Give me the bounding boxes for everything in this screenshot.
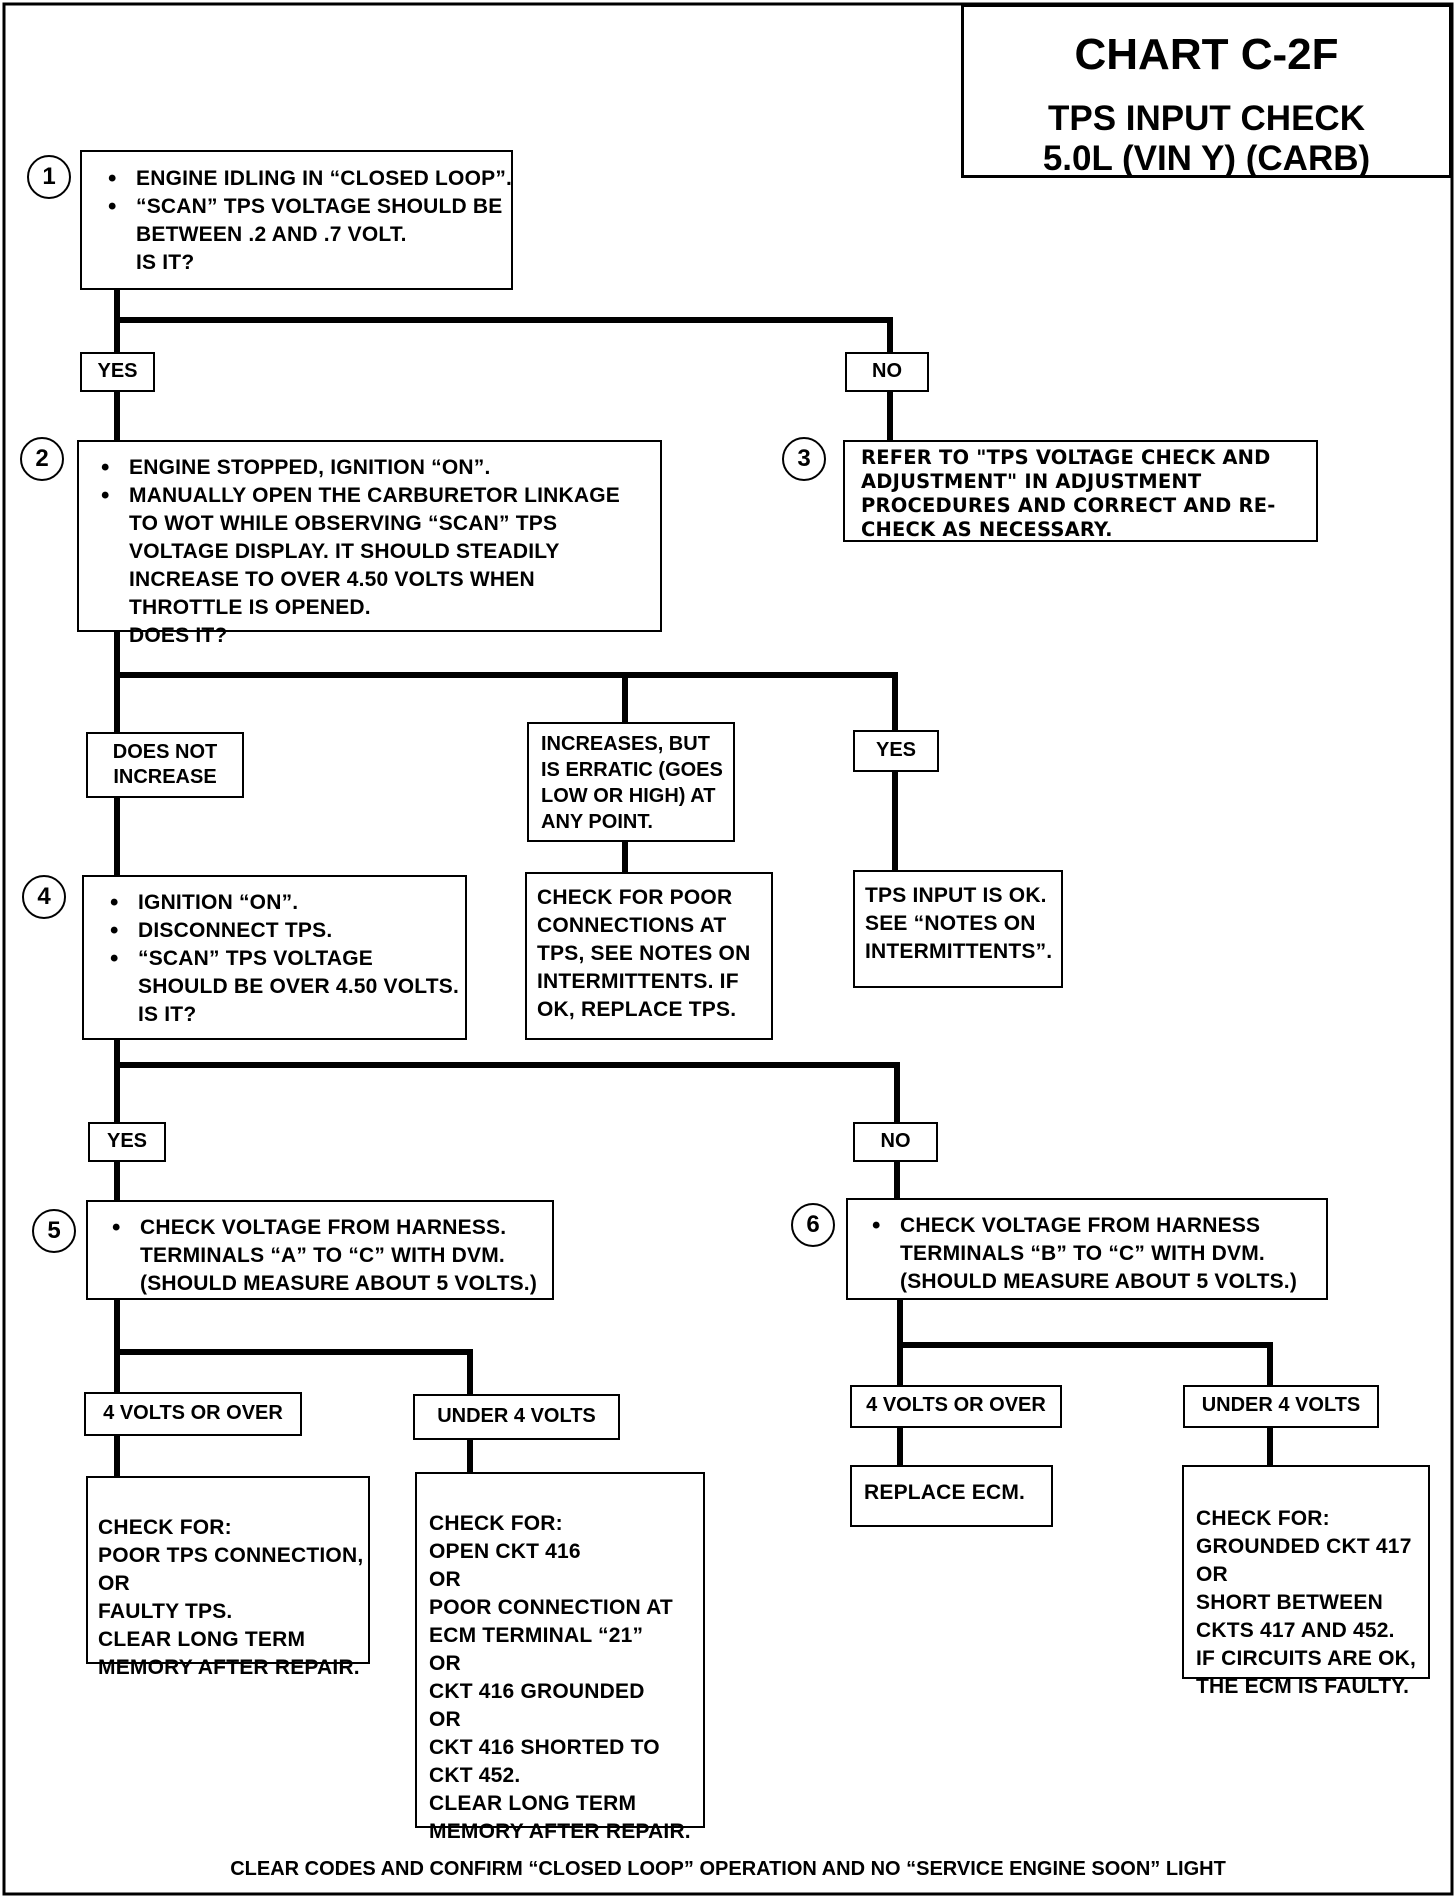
step-4-bullet: “SCAN” TPS VOLTAGE SHOULD BE OVER 4.50 V… xyxy=(98,945,468,1001)
result-step5-under-text: CHECK FOR: OPEN CKT 416 OR POOR CONNECTI… xyxy=(429,1512,691,1843)
step-1-box: ENGINE IDLING IN “CLOSED LOOP”. “SCAN” T… xyxy=(80,150,513,290)
step-4-bullet: IGNITION “ON”. xyxy=(98,889,465,917)
branch-step2-does-not-increase: DOES NOT INCREASE xyxy=(86,732,244,798)
branch-step5-under-4v: UNDER 4 VOLTS xyxy=(413,1394,620,1440)
step-5-number: 5 xyxy=(32,1209,76,1253)
result-step6-over-action: REPLACE ECM. xyxy=(850,1465,1053,1527)
step-1-number: 1 xyxy=(27,155,71,199)
connector-step4 xyxy=(114,1037,900,1125)
branch-step5-over-4v: 4 VOLTS OR OVER xyxy=(84,1392,302,1436)
step-5-box: CHECK VOLTAGE FROM HARNESS. TERMINALS “A… xyxy=(86,1200,554,1300)
result-step6-over-text: REPLACE ECM. xyxy=(864,1481,1026,1504)
branch-step1-no: NO xyxy=(845,352,929,392)
step-1-bullet: “SCAN” TPS VOLTAGE SHOULD BE BETWEEN .2 … xyxy=(96,193,506,249)
chart-title: CHART C-2F xyxy=(1074,30,1339,79)
result-erratic-action: CHECK FOR POOR CONNECTIONS AT TPS, SEE N… xyxy=(525,872,773,1040)
step-3-number: 3 xyxy=(782,437,826,481)
result-tps-ok: TPS INPUT IS OK. SEE “NOTES ON INTERMITT… xyxy=(853,870,1063,988)
step-2-bullet: MANUALLY OPEN THE CARBURETOR LINKAGE TO … xyxy=(89,482,654,622)
step-1-bullet: ENGINE IDLING IN “CLOSED LOOP”. xyxy=(96,165,512,193)
step-6-box: CHECK VOLTAGE FROM HARNESS TERMINALS “B”… xyxy=(846,1198,1328,1300)
step-6-number: 6 xyxy=(791,1203,835,1247)
connector-step1 xyxy=(114,287,893,443)
step-6-bullet: CHECK VOLTAGE FROM HARNESS TERMINALS “B”… xyxy=(860,1212,1320,1296)
step-2-question: DOES IT? xyxy=(129,624,228,647)
result-step6-under-text: CHECK FOR: GROUNDED CKT 417 OR SHORT BET… xyxy=(1196,1507,1417,1698)
branch-step2-yes: YES xyxy=(853,730,939,772)
chart-subtitle-engine: 5.0L (VIN Y) (CARB) xyxy=(1042,139,1371,178)
result-tps-ok-text: TPS INPUT IS OK. SEE “NOTES ON INTERMITT… xyxy=(865,884,1053,963)
result-erratic-text: CHECK FOR POOR CONNECTIONS AT TPS, SEE N… xyxy=(537,886,751,1021)
step-2-number: 2 xyxy=(20,437,64,481)
step-4-bullet: DISCONNECT TPS. xyxy=(98,917,465,945)
branch-step2-erratic: INCREASES, BUT IS ERRATIC (GOES LOW OR H… xyxy=(527,722,735,842)
chart-title-box: CHART C-2F TPS INPUT CHECK 5.0L (VIN Y) … xyxy=(961,4,1452,178)
branch-step4-no: NO xyxy=(853,1122,938,1162)
result-step5-over-action: CHECK FOR: POOR TPS CONNECTION, OR FAULT… xyxy=(86,1476,370,1679)
branch-step6-over-4v: 4 VOLTS OR OVER xyxy=(850,1385,1062,1428)
result-step5-under-action: CHECK FOR: OPEN CKT 416 OR POOR CONNECTI… xyxy=(415,1472,705,1843)
step-1-question: IS IT? xyxy=(136,251,195,274)
result-step5-over-text: CHECK FOR: POOR TPS CONNECTION, OR FAULT… xyxy=(98,1516,364,1679)
step-3-text: REFER TO "TPS VOLTAGE CHECK AND ADJUSTME… xyxy=(861,446,1276,541)
branch-step1-yes: YES xyxy=(80,352,155,392)
step-2-bullet: ENGINE STOPPED, IGNITION “ON”. xyxy=(89,454,660,482)
footer-instruction: CLEAR CODES AND CONFIRM “CLOSED LOOP” OP… xyxy=(230,1858,1226,1880)
branch-step4-yes: YES xyxy=(88,1122,166,1162)
connector-step6 xyxy=(897,1297,1273,1388)
step-2-box: ENGINE STOPPED, IGNITION “ON”. MANUALLY … xyxy=(77,440,662,647)
step-4-number: 4 xyxy=(22,875,66,919)
chart-subtitle: TPS INPUT CHECK xyxy=(1048,99,1365,138)
step-3-box: REFER TO "TPS VOLTAGE CHECK AND ADJUSTME… xyxy=(843,440,1318,542)
step-4-question: IS IT? xyxy=(138,1003,197,1026)
step-4-box: IGNITION “ON”. DISCONNECT TPS. “SCAN” TP… xyxy=(82,875,467,1040)
step-5-bullet: CHECK VOLTAGE FROM HARNESS. TERMINALS “A… xyxy=(100,1214,550,1298)
connector-step5 xyxy=(114,1297,473,1395)
branch-step6-under-4v: UNDER 4 VOLTS xyxy=(1183,1385,1379,1428)
result-step6-under-action: CHECK FOR: GROUNDED CKT 417 OR SHORT BET… xyxy=(1182,1465,1430,1698)
